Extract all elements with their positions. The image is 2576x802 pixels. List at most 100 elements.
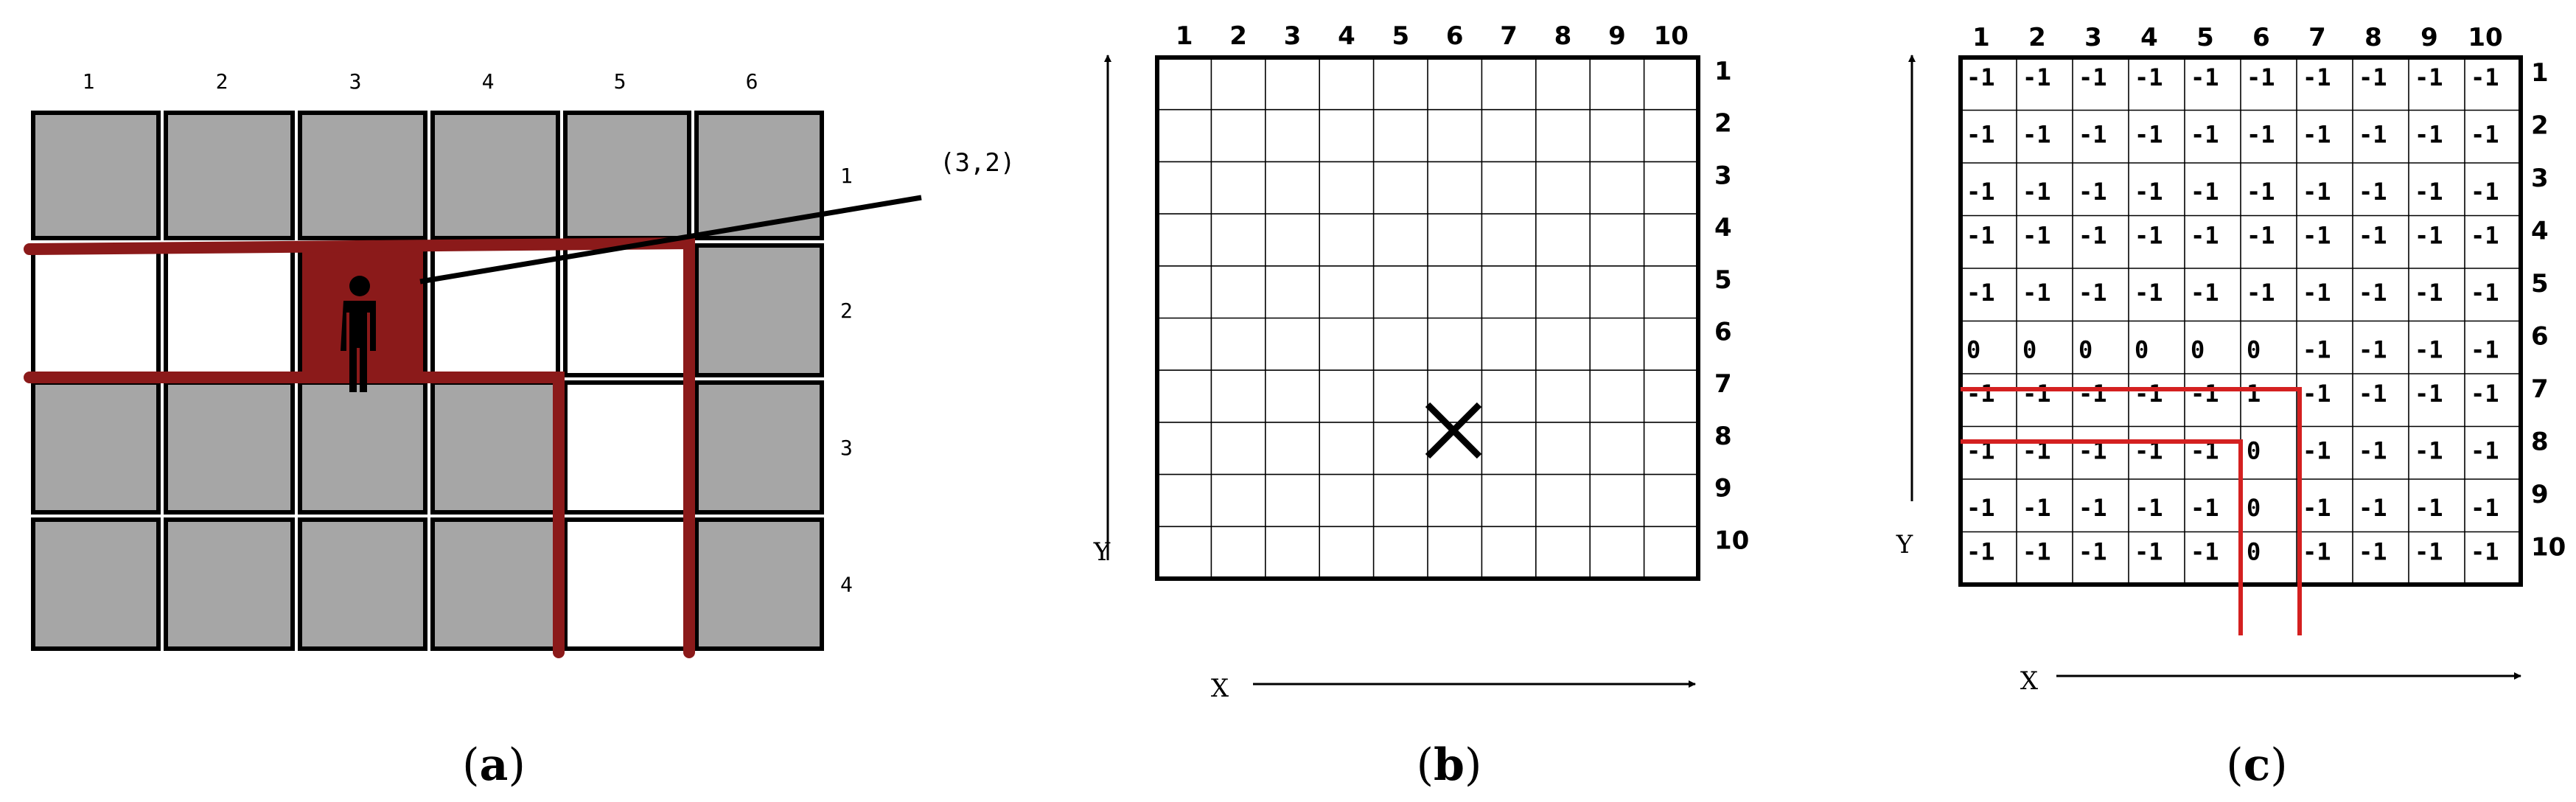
panel-c-cell-value: -1 (1966, 63, 1995, 91)
panel-a-cell-r1-c5 (563, 111, 691, 240)
panel-a-cell-r4-c6 (694, 517, 824, 651)
panel-c-cell-value: -1 (2135, 222, 2163, 250)
panel-a-cell-r2-c5 (563, 243, 691, 377)
panel-c-cell-value: -1 (1966, 494, 1995, 522)
panel-a-column-label: 5 (614, 69, 626, 94)
panel-a-caption-letter: a (480, 739, 509, 791)
panel-a-cell-r4-c1 (31, 517, 161, 651)
panel-a-cell-r2-c1 (31, 243, 161, 377)
panel-c-cell-value: 0 (2247, 336, 2261, 364)
panel-c-cell-value: -1 (2471, 63, 2499, 91)
panel-b-row-label: 7 (1714, 369, 1732, 399)
panel-b-column-label: 6 (1446, 21, 1464, 51)
panel-a-cell-r2-c2 (164, 243, 295, 377)
panel-a-path-upper (24, 237, 695, 658)
panel-b-column-label: 9 (1608, 21, 1626, 51)
panel-c-cell-value: -1 (2135, 178, 2163, 206)
panel-c-column-label: 7 (2308, 23, 2326, 52)
target-marker (1425, 402, 1482, 459)
panel-c-row-label: 7 (2531, 374, 2549, 404)
panel-a-cell-r2-c4 (430, 243, 560, 377)
panel-c-cell-value: -1 (2135, 538, 2163, 566)
panel-a-cell-r1-c4 (430, 111, 560, 240)
panel-c-cell-value: -1 (2303, 121, 2331, 149)
panel-c-column-label: 5 (2196, 23, 2214, 52)
panel-c-cell-value: -1 (2359, 279, 2387, 307)
panel-c-cell-value: -1 (2415, 63, 2443, 91)
panel-a-row-label: 2 (840, 299, 853, 323)
panel-c-cell-value: -1 (1966, 178, 1995, 206)
panel-c-row-label: 4 (2531, 217, 2549, 246)
panel-b-column-label: 1 (1176, 21, 1193, 51)
panel-a-cell-r3-c4 (430, 380, 560, 515)
panel-c-row-label: 6 (2531, 322, 2549, 352)
panel-a-column-label: 4 (482, 69, 495, 94)
panel-c-cell-value: -1 (2022, 380, 2051, 408)
panel-c-cell-value: -1 (2415, 494, 2443, 522)
panel-c-cell-value: -1 (2022, 178, 2051, 206)
panel-c-column-label: 3 (2084, 23, 2102, 52)
panel-c-row-label: 9 (2531, 480, 2549, 509)
panel-a-column-label: 3 (349, 69, 362, 94)
panel-b-column-label: 2 (1229, 21, 1247, 51)
person-icon (341, 276, 376, 392)
panel-c-cell-value: -1 (2135, 63, 2163, 91)
panel-a-cell-r1-c2 (164, 111, 295, 240)
panel-b-row-label: 9 (1714, 474, 1732, 503)
panel-c-cell-value: -1 (2303, 63, 2331, 91)
panel-a-cell-r2-c6 (694, 243, 824, 377)
panel-a-row-label: 3 (840, 436, 853, 460)
panel-c-cell-value: -1 (2359, 178, 2387, 206)
panel-c-cell-value: -1 (1966, 222, 1995, 250)
panel-c-cell-value: -1 (2191, 494, 2219, 522)
panel-c-cell-value: -1 (2471, 437, 2499, 465)
panel-c-cell-value: -1 (2303, 222, 2331, 250)
panel-c-cell-value: -1 (2303, 437, 2331, 465)
panel-c-cell-value: 0 (2247, 538, 2261, 566)
panel-c-cell-value: -1 (2247, 222, 2275, 250)
panel-c-cell-value: -1 (2471, 279, 2499, 307)
panel-a-caption: (a) (462, 739, 526, 791)
panel-b-grid-border (1155, 55, 1700, 581)
panel-c-row-label: 3 (2531, 164, 2549, 193)
panel-c-cell-value: -1 (1966, 538, 1995, 566)
panel-a-column-label: 1 (83, 69, 95, 94)
panel-b-grid (1155, 55, 1700, 581)
panel-c-cell-value: -1 (2191, 538, 2219, 566)
panel-a-cell-r3-c6 (694, 380, 824, 515)
panel-c-cell-value: -1 (2078, 494, 2107, 522)
panel-a-cell-r3-c1 (31, 380, 161, 515)
panel-c-cell-value: -1 (2191, 178, 2219, 206)
panel-c-cell-value: -1 (2359, 336, 2387, 364)
panel-b-y-axis-label: Y (1093, 537, 1111, 567)
panel-c-column-label: 2 (2028, 23, 2046, 52)
panel-c-cell-value: -1 (2415, 538, 2443, 566)
panel-c-cell-value: -1 (2415, 121, 2443, 149)
panel-c-row-label: 10 (2531, 533, 2566, 562)
panel-a-cell-r4-c5 (563, 517, 691, 651)
panel-b-row-label: 3 (1714, 161, 1732, 190)
callout-label: (3,2) (940, 148, 1015, 178)
panel-c-row-label: 1 (2531, 58, 2549, 88)
panel-c-cell-value: -1 (2359, 494, 2387, 522)
panel-c-column-label: 9 (2420, 23, 2438, 52)
panel-c-cell-value: -1 (2471, 538, 2499, 566)
panel-c-cell-value: -1 (2078, 380, 2107, 408)
panel-c-x-axis-label: X (2020, 666, 2039, 696)
panel-c-cell-value: -1 (2415, 380, 2443, 408)
panel-a-cell-r4-c4 (430, 517, 560, 651)
panel-c-row-label: 5 (2531, 269, 2549, 299)
panel-b-column-label: 3 (1284, 21, 1302, 51)
panel-c-cell-value: -1 (2471, 178, 2499, 206)
panel-b-row-label: 2 (1714, 109, 1732, 139)
panel-c-caption: (c) (2226, 739, 2287, 791)
panel-c-cell-value: -1 (2191, 380, 2219, 408)
panel-c-column-label: 8 (2364, 23, 2382, 52)
panel-c-cell-value: -1 (2415, 437, 2443, 465)
panel-c-column-label: 4 (2140, 23, 2158, 52)
